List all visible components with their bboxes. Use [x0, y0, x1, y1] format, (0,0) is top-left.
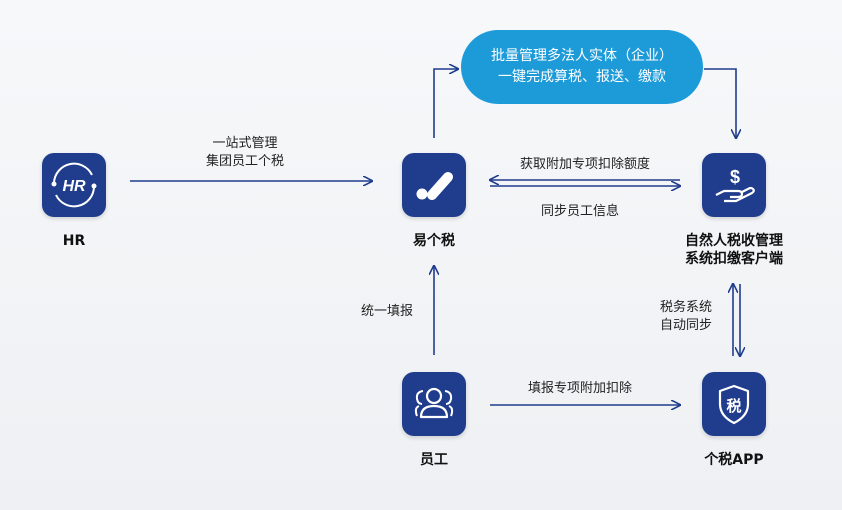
banner-line1: 批量管理多法人实体（企业） [491, 48, 673, 64]
edge-label-fill-deductions: 填报专项附加扣除 [527, 381, 632, 396]
client-node[interactable]: $ [702, 153, 766, 217]
edge-label-hr-line2: 集团员工个税 [205, 154, 284, 169]
app-node[interactable]: 税 [702, 372, 766, 436]
hand-dollar-icon: $ [715, 167, 755, 203]
employee-label: 员工 [420, 452, 448, 468]
yigeshui-node[interactable] [402, 153, 466, 217]
arrow-yigeshui-to-banner [433, 69, 458, 138]
hr-icon: HR [51, 162, 97, 208]
edge-label-sync-info: 同步员工信息 [540, 204, 619, 219]
edge-label-unified-report: 统一填报 [360, 304, 413, 319]
edge-label-tax-sync-line2: 自动同步 [659, 318, 712, 333]
banner-pill: 批量管理多法人实体（企业） 一键完成算税、报送、缴款 [461, 30, 703, 104]
svg-text:税: 税 [726, 397, 741, 415]
svg-text:$: $ [730, 167, 740, 187]
hr-node[interactable]: HR [42, 153, 106, 217]
edge-label-tax-sync-line1: 税务系统 [659, 300, 712, 315]
arrow-banner-to-client [704, 68, 736, 138]
edge-label-hr-to-yigeshui: 一站式管理 集团员工个税 [190, 135, 300, 171]
app-label: 个税APP [704, 452, 764, 468]
yigeshui-label: 易个税 [413, 233, 455, 249]
edge-label-hr-line1: 一站式管理 [212, 136, 278, 151]
shield-tax-icon: 税 [718, 384, 750, 425]
banner-line2: 一键完成算税、报送、缴款 [498, 69, 666, 85]
slash-dot-logo-icon [416, 172, 453, 200]
client-label: 自然人税收管理 系统扣缴客户端 [664, 232, 804, 268]
employee-node[interactable] [402, 372, 466, 436]
people-icon [414, 387, 454, 419]
client-label-line2: 系统扣缴客户端 [685, 251, 783, 267]
hr-label: HR [62, 233, 86, 249]
svg-text:HR: HR [62, 178, 86, 195]
edge-label-tax-sync: 税务系统 自动同步 [650, 299, 722, 335]
client-label-line1: 自然人税收管理 [685, 233, 783, 249]
edge-label-get-deductions: 获取附加专项扣除额度 [519, 157, 650, 172]
